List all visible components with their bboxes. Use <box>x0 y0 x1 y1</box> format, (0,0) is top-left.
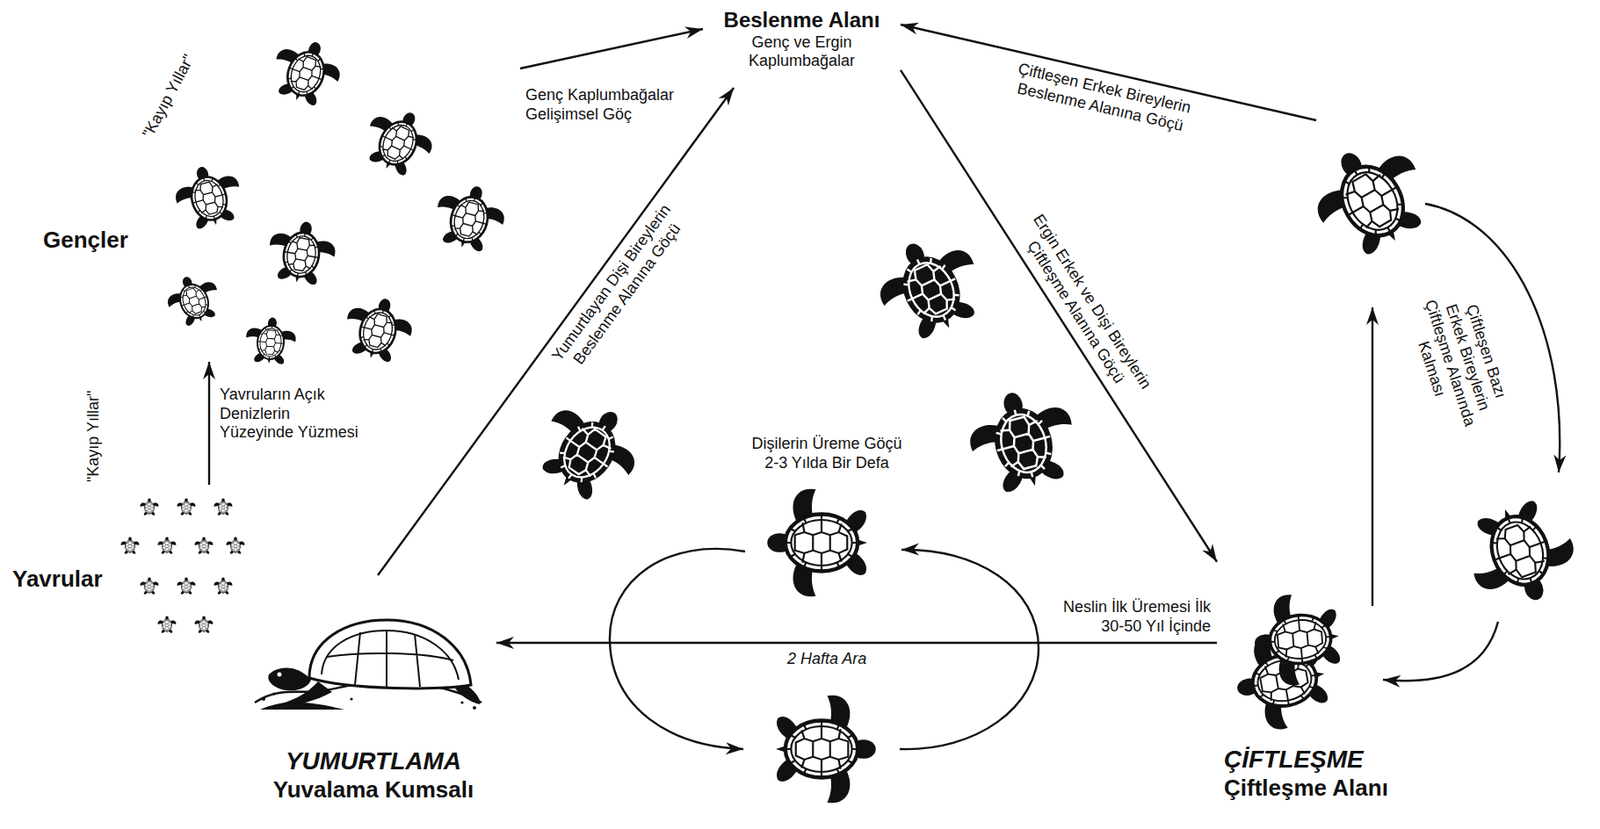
area-subtitle: Genç ve Ergin Kaplumbağalar <box>718 33 886 72</box>
migration-arrow <box>520 28 703 69</box>
juvenile-turtle <box>263 216 340 289</box>
migration-arrow <box>900 24 1317 121</box>
loop-arrow <box>1425 203 1560 473</box>
nesting-cycle-turtle <box>767 489 868 598</box>
mating-turtle <box>1251 591 1344 689</box>
arrow-label: Genç Kaplumbağalar Gelişimsel Göç <box>525 86 693 124</box>
adult-turtle <box>865 223 995 349</box>
nesting-turtle <box>254 620 482 710</box>
note-label: "Kayıp Yıllar" <box>138 51 199 142</box>
male-turtle <box>1456 492 1587 618</box>
migration-arrow <box>377 87 734 576</box>
hatchling-turtle <box>195 616 214 634</box>
hatchling-turtle <box>140 499 160 516</box>
habitat-area: Yavrular <box>7 485 248 640</box>
hatchling-turtle <box>140 578 160 595</box>
note-label: Çiftleşen Bazı Erkek Bireylerin Çiftleşm… <box>1401 282 1517 439</box>
area-title: Beslenme Alanı <box>723 7 881 34</box>
juvenile-turtle <box>244 315 298 366</box>
juvenile-turtle <box>355 99 442 183</box>
migration-arrow <box>208 361 210 486</box>
migration-arrow <box>496 642 1217 645</box>
nesting-cycle-turtle <box>775 695 877 804</box>
arrow-label: Yumurtlayan Dişi Bireylerin Beslenme Ala… <box>534 181 705 397</box>
hatchling-turtle <box>195 537 214 555</box>
cycle-arrow <box>899 550 1039 750</box>
loop-arrow <box>1371 307 1374 607</box>
area-title: YUMURTLAMA <box>285 746 462 777</box>
juvenile-turtle <box>161 268 226 332</box>
hatchling-turtle <box>121 537 140 555</box>
note-label: 2 Hafta Ara <box>787 650 867 670</box>
migration-arrow <box>900 70 1217 563</box>
hatchling-turtle <box>177 499 196 516</box>
arrow-label: Neslin İlk Üremesi İlk 30-50 Yıl İçinde <box>1061 598 1211 637</box>
male-turtle <box>1298 127 1442 268</box>
note-label: Dişilerin Üreme Göçü 2-3 Yılda Bir Defa <box>743 434 911 473</box>
cycle-arrow <box>609 549 746 750</box>
hatchling-turtle <box>177 578 196 595</box>
loop-arrow <box>1382 622 1499 681</box>
area-subtitle: Yuvalama Kumsalı <box>273 776 474 804</box>
juvenile-turtle <box>338 290 419 368</box>
adult-turtle <box>524 385 653 513</box>
arrow-label: Ergin Erkek ve Dişi Bireylerin Çiftleşme… <box>1002 195 1166 420</box>
habitat-area: ÇİFTLEŞMEÇiftleşme Alanı <box>1216 120 1595 822</box>
area-title: Yavrular <box>12 565 103 594</box>
juvenile-turtle <box>428 177 511 256</box>
habitat-area: Beslenme AlanıGenç ve Ergin Kaplumbağala… <box>702 4 901 88</box>
area-title: Gençler <box>43 226 129 254</box>
area-subtitle: Çiftleşme Alanı <box>1223 774 1389 803</box>
habitat-area: Gençler <box>35 21 521 362</box>
hatchling-turtle <box>226 537 246 555</box>
hatchling-turtle <box>214 578 233 595</box>
adult-turtle <box>960 379 1086 500</box>
juvenile-turtle <box>265 31 348 112</box>
habitat-area: YUMURTLAMAYuvalama Kumsalı <box>250 575 497 822</box>
juvenile-turtle <box>169 159 248 234</box>
note-label: "Kayıp Yıllar" <box>84 390 104 484</box>
arrow-label: Çiftleşen Erkek Bireylerin Beslenme Alan… <box>1006 57 1199 138</box>
hatchling-turtle <box>158 616 177 634</box>
hatchling-turtle <box>214 499 233 516</box>
arrow-label: Yavruların Açık Denizlerin Yüzeyinde Yüz… <box>219 385 365 443</box>
area-title: ÇİFTLEŞME <box>1223 745 1364 775</box>
hatchling-turtle <box>158 537 177 555</box>
